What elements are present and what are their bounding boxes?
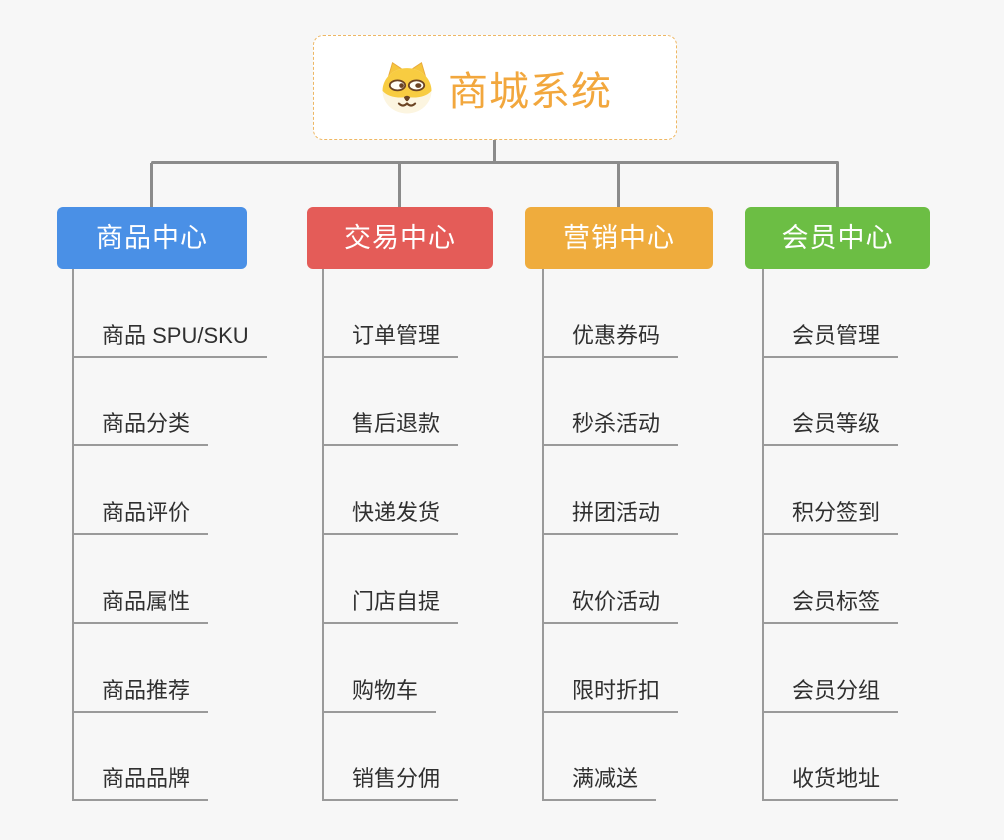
leaf-node[interactable]: 订单管理 <box>322 323 459 358</box>
leaf-node[interactable]: 限时折扣 <box>542 678 679 713</box>
leaf-node[interactable]: 会员分组 <box>762 678 899 713</box>
branch-node-marketing-center[interactable]: 营销中心 <box>525 207 713 269</box>
trunk-line-marketing <box>542 269 544 801</box>
leaf-node[interactable]: 商品属性 <box>72 589 209 624</box>
leaf-node[interactable]: 商品品牌 <box>72 766 209 801</box>
leaf-node[interactable]: 商品分类 <box>72 411 209 446</box>
connector-horizontal <box>151 161 839 164</box>
leaf-node[interactable]: 门店自提 <box>322 589 459 624</box>
leaf-node[interactable]: 销售分佣 <box>322 766 459 801</box>
leaf-node[interactable]: 会员管理 <box>762 323 899 358</box>
connector-root-stub <box>493 140 496 163</box>
leaf-node[interactable]: 砍价活动 <box>542 589 679 624</box>
dog-face-icon <box>378 60 436 118</box>
trunk-line-product <box>72 269 74 801</box>
leaf-node[interactable]: 商品推荐 <box>72 678 209 713</box>
leaf-node[interactable]: 秒杀活动 <box>542 411 679 446</box>
connector-drop-product <box>150 163 153 207</box>
leaf-node[interactable]: 售后退款 <box>322 411 459 446</box>
branch-node-member-center[interactable]: 会员中心 <box>745 207 930 269</box>
root-title: 商城系统 <box>448 69 612 114</box>
branch-node-product-center[interactable]: 商品中心 <box>57 207 247 269</box>
leaf-node[interactable]: 商品 SPU/SKU <box>72 323 267 358</box>
branch-node-trade-center[interactable]: 交易中心 <box>307 207 493 269</box>
trunk-line-member <box>762 269 764 801</box>
connector-drop-member <box>836 163 839 207</box>
leaf-node[interactable]: 快递发货 <box>322 500 459 535</box>
leaf-node[interactable]: 满减送 <box>542 766 657 801</box>
leaf-node[interactable]: 商品评价 <box>72 500 209 535</box>
root-node[interactable]: 商城系统 <box>313 35 677 140</box>
connector-drop-trade <box>398 163 401 207</box>
leaf-node[interactable]: 会员等级 <box>762 411 899 446</box>
leaf-node[interactable]: 会员标签 <box>762 589 899 624</box>
connector-drop-marketing <box>617 163 620 207</box>
leaf-node[interactable]: 购物车 <box>322 678 437 713</box>
trunk-line-trade <box>322 269 324 801</box>
leaf-node[interactable]: 拼团活动 <box>542 500 679 535</box>
leaf-node[interactable]: 优惠券码 <box>542 323 679 358</box>
leaf-node[interactable]: 积分签到 <box>762 500 899 535</box>
leaf-node[interactable]: 收货地址 <box>762 766 899 801</box>
